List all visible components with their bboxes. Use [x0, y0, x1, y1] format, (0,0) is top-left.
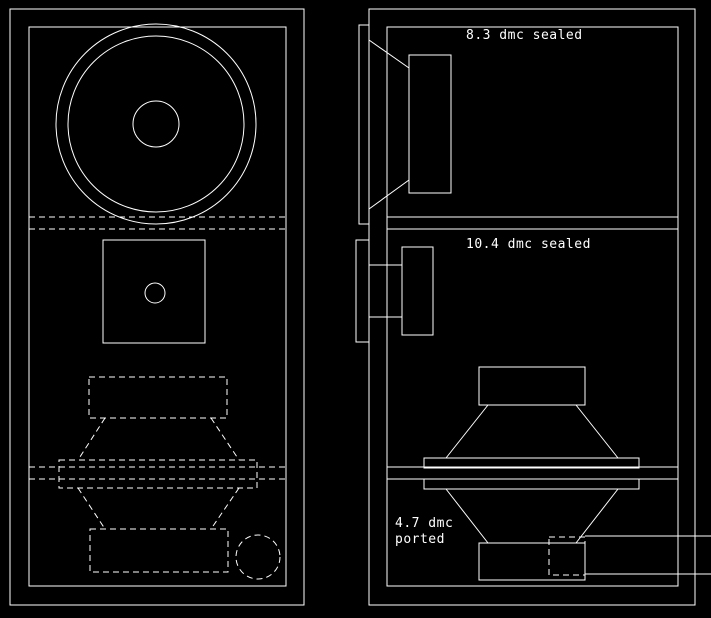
port-tube-side [548, 535, 711, 576]
hidden-flange [58, 459, 258, 489]
woofer-dust-cap [132, 100, 180, 148]
side-view-inner-outline [386, 26, 679, 587]
port-tube-hidden-end [548, 536, 586, 576]
midrange-side-chamber [401, 246, 434, 336]
label-upper-chamber: 8.3 dmc sealed [466, 28, 583, 43]
label-lower-chamber-type: ported [395, 532, 445, 547]
midrange-plate [102, 239, 206, 344]
lower-driver-flange-bottom [423, 478, 640, 490]
lower-driver-side [387, 366, 678, 581]
midrange-side-plate [355, 239, 370, 343]
lower-driver-magnet-top [478, 366, 586, 406]
front-view-outer-outline [9, 8, 305, 606]
midrange-side [355, 239, 434, 343]
label-middle-chamber: 10.4 dmc sealed [466, 237, 591, 252]
midrange-front [102, 239, 206, 344]
side-view: 8.3 dmc sealed 10.4 dmc sealed 4.7 dmc p… [355, 8, 711, 606]
woofer-side-magnet [408, 54, 452, 194]
hidden-magnet-bottom [89, 528, 229, 573]
lower-driver-flange-top [423, 457, 640, 469]
lower-driver-magnet-bottom [478, 542, 586, 581]
woofer-cone [67, 35, 245, 213]
shelf-1-side [387, 216, 678, 230]
hidden-magnet-top [88, 376, 228, 419]
label-lower-chamber-volume: 4.7 dmc [395, 516, 453, 531]
woofer-side-frame [358, 24, 370, 225]
woofer-front [55, 23, 257, 225]
woofer-outer-frame [55, 23, 257, 225]
front-view [9, 8, 305, 606]
front-view-inner-outline [28, 26, 287, 587]
woofer-side [358, 24, 452, 225]
hidden-lower-driver-front [29, 376, 286, 580]
shelf-1-front-hidden [29, 216, 286, 230]
hidden-port-front [235, 534, 281, 580]
midrange-dome [144, 282, 166, 304]
